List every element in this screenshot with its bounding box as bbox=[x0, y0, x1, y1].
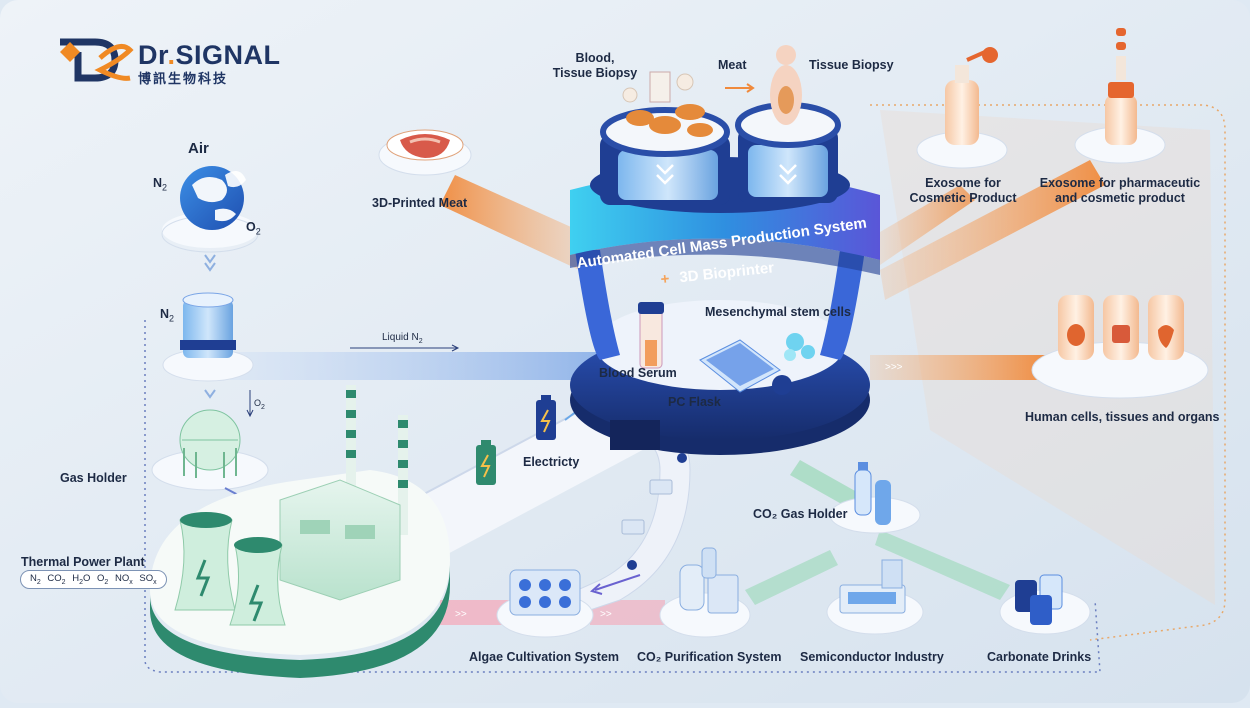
label-mesenchymal-stem-cells: Mesenchymal stem cells bbox=[705, 305, 851, 319]
emission-sox: SOx bbox=[139, 573, 157, 586]
emission-o2: O2 bbox=[97, 573, 109, 586]
label-pc-flask: PC Flask bbox=[668, 395, 721, 409]
label-blood-serum: Blood Serum bbox=[599, 366, 677, 380]
label-tissue-biopsy: Tissue Biopsy bbox=[809, 58, 894, 72]
emission-n2: N2 bbox=[30, 573, 41, 586]
svg-text:>>>: >>> bbox=[885, 362, 903, 373]
label-algae-cultivation: Algae Cultivation System bbox=[469, 650, 620, 664]
svg-text:>>: >> bbox=[600, 609, 612, 620]
label-gas-holder: Gas Holder bbox=[60, 471, 127, 485]
label-semiconductor: Semiconductor Industry bbox=[800, 650, 944, 664]
brand-chinese-name: 博訊生物科技 bbox=[138, 72, 229, 87]
label-human-cells: Human cells, tissues and organs bbox=[1025, 410, 1220, 424]
label-co2-gas-holder: CO₂ Gas Holder bbox=[753, 507, 848, 521]
label-carbonate-drinks: Carbonate Drinks bbox=[987, 650, 1092, 664]
label-co2-purification: CO₂ Purification System bbox=[637, 650, 782, 664]
brand-name-part-3: SIGNAL bbox=[175, 40, 281, 70]
label-electricity: Electricty bbox=[523, 455, 580, 469]
label-meat-source: Meat bbox=[718, 58, 747, 72]
label-tank-n2: N2 bbox=[160, 307, 175, 324]
label-3d-printed-meat: 3D-Printed Meat bbox=[372, 196, 468, 210]
svg-text:>>: >> bbox=[455, 609, 467, 620]
logo-icon bbox=[60, 38, 134, 82]
label-air: Air bbox=[188, 140, 209, 157]
brand-name-part-1: Dr bbox=[138, 40, 168, 70]
label-o2-flow: O2 bbox=[254, 398, 265, 411]
emission-nox: NOx bbox=[114, 573, 133, 586]
label-liquid-n2: Liquid N2 bbox=[382, 332, 423, 345]
label-n2-left: N2 bbox=[153, 176, 168, 193]
emission-co2: CO2 bbox=[47, 573, 66, 586]
emission-h2o: H2O bbox=[72, 573, 91, 586]
label-o2-right: O2 bbox=[246, 220, 261, 237]
brand-name-dot: . bbox=[167, 40, 176, 70]
brand-name: Dr.SIGNAL bbox=[138, 40, 281, 71]
label-thermal-power-plant: Thermal Power Plant bbox=[21, 555, 145, 569]
label-blood-tissue-biopsy: Blood,Tissue Biopsy bbox=[552, 51, 638, 80]
emissions-chip: N2 CO2 H2O O2 NOx SOx bbox=[20, 570, 167, 589]
